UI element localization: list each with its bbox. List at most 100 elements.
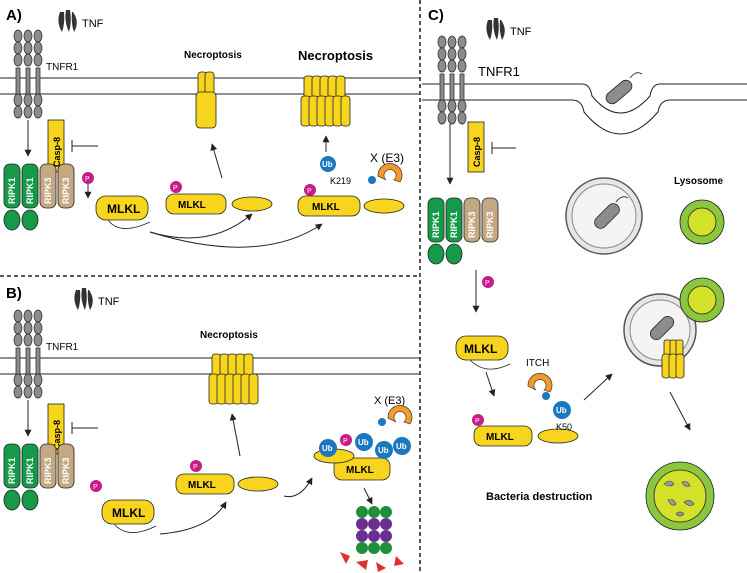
tnfr1-label: TNFR1	[478, 64, 520, 79]
k50-label: K50	[556, 422, 572, 432]
mlkl-dimer	[195, 71, 217, 129]
mlkl-tail	[107, 219, 151, 229]
ripk3-label-2: RIPK3	[485, 211, 495, 238]
phospho-icon	[340, 434, 352, 446]
tnfr1-receptor-icon	[13, 29, 43, 119]
tnf-icon	[58, 10, 77, 32]
lysosome-core	[687, 285, 717, 315]
ub-label: Ub	[322, 444, 333, 453]
phospho-label: P	[93, 484, 98, 491]
ripk1-label-2: RIPK1	[449, 211, 459, 238]
phospho-icon	[82, 172, 94, 184]
ub-icon	[320, 156, 336, 172]
e3-ligase-icon	[387, 405, 413, 425]
panel-b-label: B)	[6, 285, 22, 302]
arrow-to-destruction	[669, 391, 691, 431]
mlkl-label-c2: MLKL	[486, 432, 514, 443]
ub-small-icon	[378, 418, 386, 426]
arrow-to-ub-mlkl	[149, 223, 323, 248]
mlkl-inactive	[455, 335, 509, 361]
mlkl-label-a1: MLKL	[107, 202, 140, 216]
phospho-label: P	[485, 280, 490, 287]
ub-icon	[393, 437, 411, 455]
mlkl-inactive	[101, 499, 155, 525]
casp8-label: Casp-8	[472, 137, 482, 167]
arrow-to-ub-mlkl	[283, 477, 313, 498]
arrow-to-proteasome	[363, 487, 373, 505]
ub-label: Ub	[378, 446, 389, 455]
e3-label: X (E3)	[370, 151, 404, 165]
bacterium-icon	[649, 315, 675, 341]
phospho-icon	[170, 181, 182, 193]
casp8-box	[467, 121, 485, 173]
ripk1-label-1: RIPK1	[7, 457, 17, 484]
phospho-icon	[90, 480, 102, 492]
ub-small-icon	[542, 392, 550, 400]
tnf-icon	[74, 288, 93, 310]
arrow-to-fusion	[583, 373, 613, 401]
ub-label: Ub	[556, 406, 567, 415]
proteasome-icon	[356, 506, 392, 554]
arrow-to-phospho-mlkl	[159, 501, 227, 535]
phospho-label: P	[193, 464, 198, 471]
ripk1-label-1: RIPK1	[431, 211, 441, 238]
tnf-icon	[486, 18, 505, 40]
ub-label: Ub	[322, 160, 333, 169]
tnf-label: TNF	[510, 26, 532, 38]
ub-icon	[375, 441, 393, 459]
membrane-inner	[422, 99, 747, 135]
ub-label: Ub	[396, 442, 407, 451]
mlkl-tail	[469, 359, 511, 370]
mlkl-label-b3: MLKL	[346, 465, 374, 476]
mlkl-tail	[113, 523, 157, 533]
bacterium-icon	[605, 72, 643, 105]
ripk3-label-2: RIPK3	[61, 177, 71, 204]
ub-icon	[355, 433, 373, 451]
ripk3-label-1: RIPK3	[43, 177, 53, 204]
arrow-to-dimer	[210, 143, 223, 179]
phospho-icon	[482, 276, 494, 288]
itch-label: ITCH	[526, 358, 549, 369]
mlkl-domain	[537, 428, 579, 444]
ripk3-label-1: RIPK3	[467, 211, 477, 238]
mlkl-oligomer	[300, 75, 351, 127]
phospho-label: P	[85, 176, 90, 183]
tnfr1-receptor-icon	[437, 35, 467, 125]
tnf-label: TNF	[98, 296, 120, 308]
mlkl-domain	[363, 198, 405, 214]
ub-icon	[319, 439, 337, 457]
panel-a: A) TNF TNFR1 Casp-8 RIPK1 RIPK1 RIPK3 RI…	[0, 7, 420, 248]
arrow-to-ub-mlkl	[485, 371, 496, 397]
mlkl-label-c1: MLKL	[464, 342, 497, 356]
phospho-icon	[472, 414, 484, 426]
bacteria-destruction-label: Bacteria destruction	[486, 491, 593, 503]
casp8-label: Casp-8	[52, 137, 62, 167]
ub-icon	[553, 401, 571, 419]
ripk1-label-2: RIPK1	[25, 177, 35, 204]
necroptosis-label-small: Necroptosis	[184, 50, 242, 61]
mlkl-ub	[473, 425, 533, 447]
mlkl-phospho	[165, 193, 227, 215]
mlkl-domain	[231, 196, 273, 212]
ub-small-icon	[368, 176, 376, 184]
phospho-icon	[190, 460, 202, 472]
ub-label: Ub	[358, 438, 369, 447]
membrane-outer	[422, 83, 747, 114]
necroptosis-label: Necroptosis	[200, 330, 258, 341]
panel-c: C) TNF TNFR1 Casp-8 RIPK1 RIPK1 RIPK3 RI…	[422, 7, 747, 531]
phospho-label: P	[307, 188, 312, 195]
e3-label: X (E3)	[374, 395, 405, 407]
ripk1-label-2: RIPK1	[25, 457, 35, 484]
mlkl-ub	[297, 195, 361, 217]
phospho-label: P	[343, 438, 348, 445]
casp8-label: Casp-8	[52, 420, 62, 450]
mlkl-label-a3: MLKL	[312, 202, 340, 213]
mlkl-oligomer	[208, 353, 259, 405]
mlkl-label-b2: MLKL	[188, 480, 216, 491]
tnf-label: TNF	[82, 18, 104, 30]
mlkl-oligomer-small	[661, 339, 685, 379]
mlkl-phospho	[175, 473, 235, 495]
itch-ligase-icon	[527, 373, 553, 393]
peptide-fragments	[340, 552, 404, 572]
